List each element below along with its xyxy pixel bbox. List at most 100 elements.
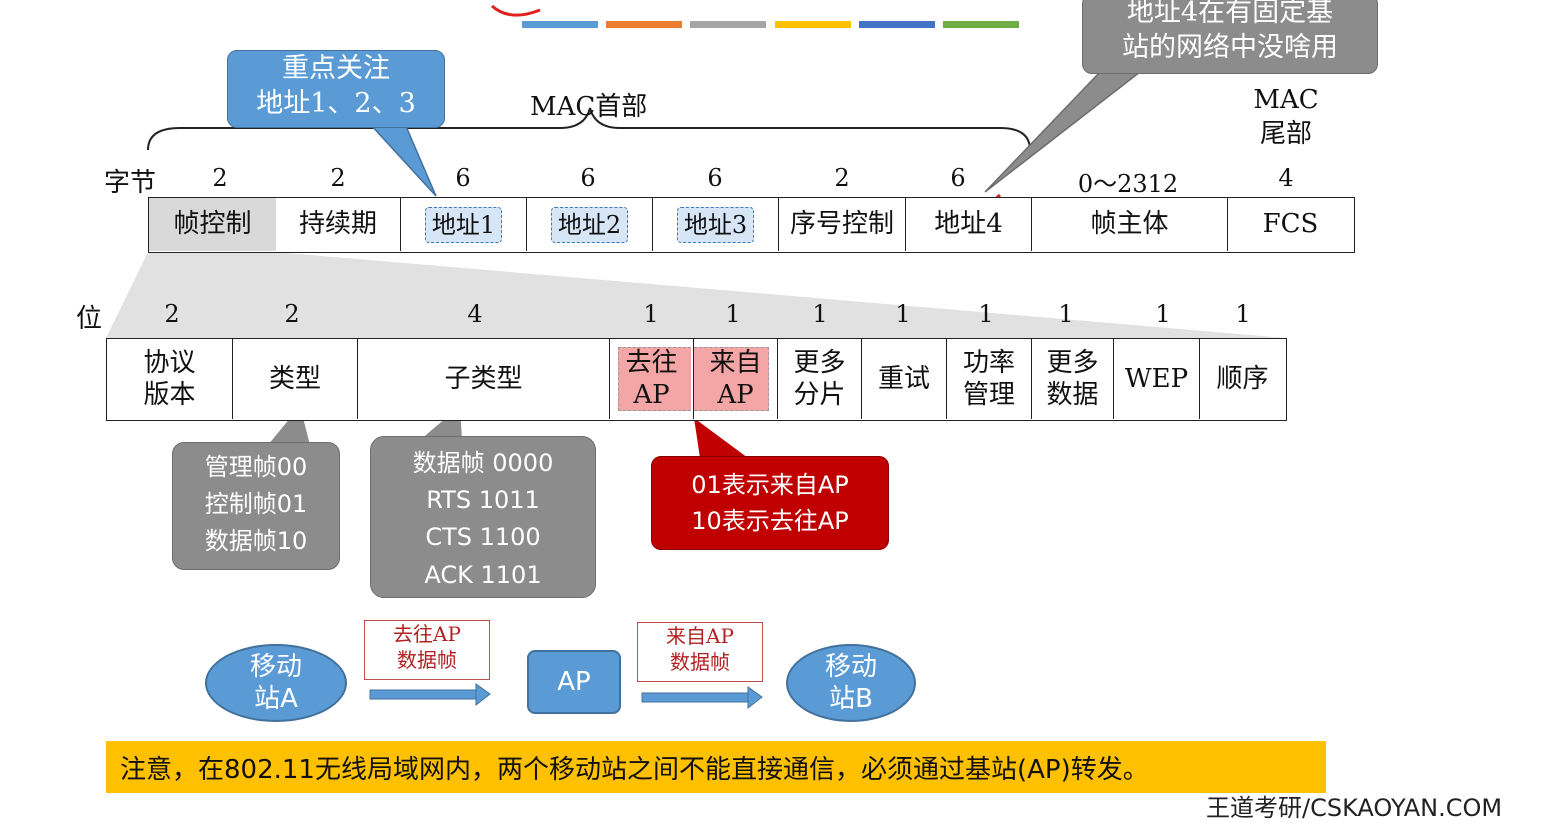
bit-size: 1	[1058, 300, 1074, 328]
ctl-protocol-version: 协议版本	[107, 339, 233, 419]
from-ap-frame-scroll: 来自AP 数据帧	[637, 622, 763, 682]
note-bar: 注意，在802.11无线局域网内，两个移动站之间不能直接通信，必须通过基站(AP…	[106, 741, 1326, 793]
type-callout-line2: 控制帧01	[204, 490, 308, 519]
station-b-line2: 站B	[829, 684, 873, 714]
mac-trailer-label-2: 尾部	[1259, 118, 1312, 149]
ctl-more-data: 更多数据	[1032, 339, 1114, 419]
from-ap-frame-line2: 数据帧	[670, 650, 730, 674]
to-ap-frame-line1: 去往AP	[393, 622, 461, 646]
ctl-subtype-label: 子类型	[444, 363, 523, 394]
focus-callout-line1: 重点关注	[282, 53, 390, 84]
address4-callout-line2: 站的网络中没啥用	[1122, 32, 1338, 64]
byte-size: 4	[1278, 164, 1294, 192]
field-duration-label: 持续期	[298, 209, 377, 240]
from-ap-frame-line1: 来自AP	[666, 624, 734, 648]
bit-size: 2	[284, 300, 300, 328]
bit-size: 2	[164, 300, 180, 328]
mac-header-brace	[147, 107, 1031, 151]
ctl-power-management: 功率管理	[947, 339, 1032, 419]
bit-size: 1	[725, 300, 741, 328]
field-fcs: FCS	[1228, 198, 1353, 251]
ctl-more-fragments: 更多分片	[778, 339, 862, 419]
ctl-wep: WEP	[1114, 339, 1200, 419]
type-callout: 管理帧00 控制帧01 数据帧10	[172, 442, 340, 570]
field-fcs-label: FCS	[1262, 209, 1319, 240]
expansion-shade	[106, 252, 1286, 338]
focus-callout: 重点关注 地址1、2、3	[227, 50, 445, 128]
ctl-more-fragments-line1: 更多	[793, 347, 846, 378]
mac-header-label: MAC首部	[530, 92, 648, 122]
mac-trailer-label-1: MAC	[1253, 85, 1319, 115]
bytes-label: 字节	[104, 168, 157, 198]
ap-node: AP	[527, 650, 621, 714]
ctl-more-data-line2: 数据	[1046, 380, 1099, 410]
ctl-from-ap-line2: AP	[717, 380, 754, 410]
bits-label: 位	[76, 304, 103, 334]
ctl-order: 顺序	[1200, 339, 1285, 419]
mac-trailer-label: MAC 尾部	[1248, 84, 1324, 152]
direction-callout-line1: 01表示来自AP	[691, 471, 849, 499]
type-callout-line1: 管理帧00	[204, 453, 308, 481]
field-address4: 地址4	[906, 198, 1032, 251]
direction-callout: 01表示来自AP 10表示去往AP	[651, 456, 889, 550]
top-color-strip	[522, 21, 1019, 28]
byte-size: 6	[950, 164, 966, 192]
subtype-callout-line3: CTS 1100	[425, 523, 541, 552]
field-sequence-control-label: 序号控制	[789, 209, 894, 240]
ctl-type-label: 类型	[268, 363, 321, 394]
ctl-retry: 重试	[862, 339, 947, 419]
subtype-callout-line4: ACK 1101	[424, 560, 542, 589]
focus-callout-line2: 地址1、2、3	[256, 88, 416, 120]
address4-callout-line1: 地址4在有固定基	[1126, 0, 1334, 28]
ctl-protocol-version-line1: 协议	[143, 347, 196, 378]
ctl-subtype: 子类型	[358, 339, 610, 419]
bit-size: 1	[895, 300, 911, 328]
field-frame-control: 帧控制	[149, 198, 276, 251]
bit-size: 1	[978, 300, 994, 328]
station-b-line1: 移动	[824, 651, 877, 682]
station-a-line2: 站A	[254, 684, 298, 714]
field-address3: 地址3	[653, 198, 779, 251]
red-scribble	[491, 4, 541, 17]
bit-size: 1	[812, 300, 828, 328]
ctl-power-management-line2: 管理	[962, 380, 1015, 410]
direction-callout-pointer	[694, 418, 748, 458]
flow-arrow-from-ap	[641, 686, 763, 710]
ctl-power-management-line1: 功率	[962, 347, 1015, 378]
to-ap-frame-line2: 数据帧	[397, 648, 457, 672]
ctl-order-label: 顺序	[1216, 363, 1269, 394]
subtype-callout: 数据帧 0000 RTS 1011 CTS 1100 ACK 1101	[370, 436, 596, 598]
field-frame-body: 帧主体	[1032, 198, 1228, 251]
station-a-line1: 移动	[249, 651, 302, 682]
byte-size: 2	[330, 164, 346, 192]
subtype-callout-line1: 数据帧 0000	[412, 449, 554, 477]
ctl-type: 类型	[233, 339, 358, 419]
flow-arrow-to-ap	[369, 683, 491, 707]
byte-size: 0～2312	[1077, 170, 1179, 198]
subtype-callout-line2: RTS 1011	[426, 486, 540, 515]
to-ap-frame-scroll: 去往AP 数据帧	[364, 620, 490, 680]
byte-size: 2	[212, 164, 228, 192]
type-callout-line3: 数据帧10	[204, 527, 308, 556]
field-address4-label: 地址4	[934, 209, 1003, 240]
bit-size: 1	[1235, 300, 1251, 328]
ctl-more-data-line1: 更多	[1046, 347, 1099, 378]
byte-size: 6	[707, 164, 723, 192]
field-duration: 持续期	[276, 198, 401, 251]
bit-size: 1	[1155, 300, 1171, 328]
byte-size: 2	[834, 164, 850, 192]
field-address2: 地址2	[527, 198, 653, 251]
note-text: 注意，在802.11无线局域网内，两个移动站之间不能直接通信，必须通过基站(AP…	[120, 754, 1149, 785]
focus-callout-pointer	[368, 123, 437, 197]
ap-node-label: AP	[557, 667, 591, 697]
field-address1-label: 地址1	[424, 206, 503, 243]
field-frame-body-label: 帧主体	[1090, 209, 1169, 240]
direction-callout-line2: 10表示去往AP	[691, 507, 849, 535]
ctl-to-ap-line2: AP	[633, 380, 670, 410]
ctl-retry-label: 重试	[877, 363, 930, 394]
field-address2-label: 地址2	[550, 206, 629, 243]
ctl-more-fragments-line2: 分片	[793, 380, 846, 410]
